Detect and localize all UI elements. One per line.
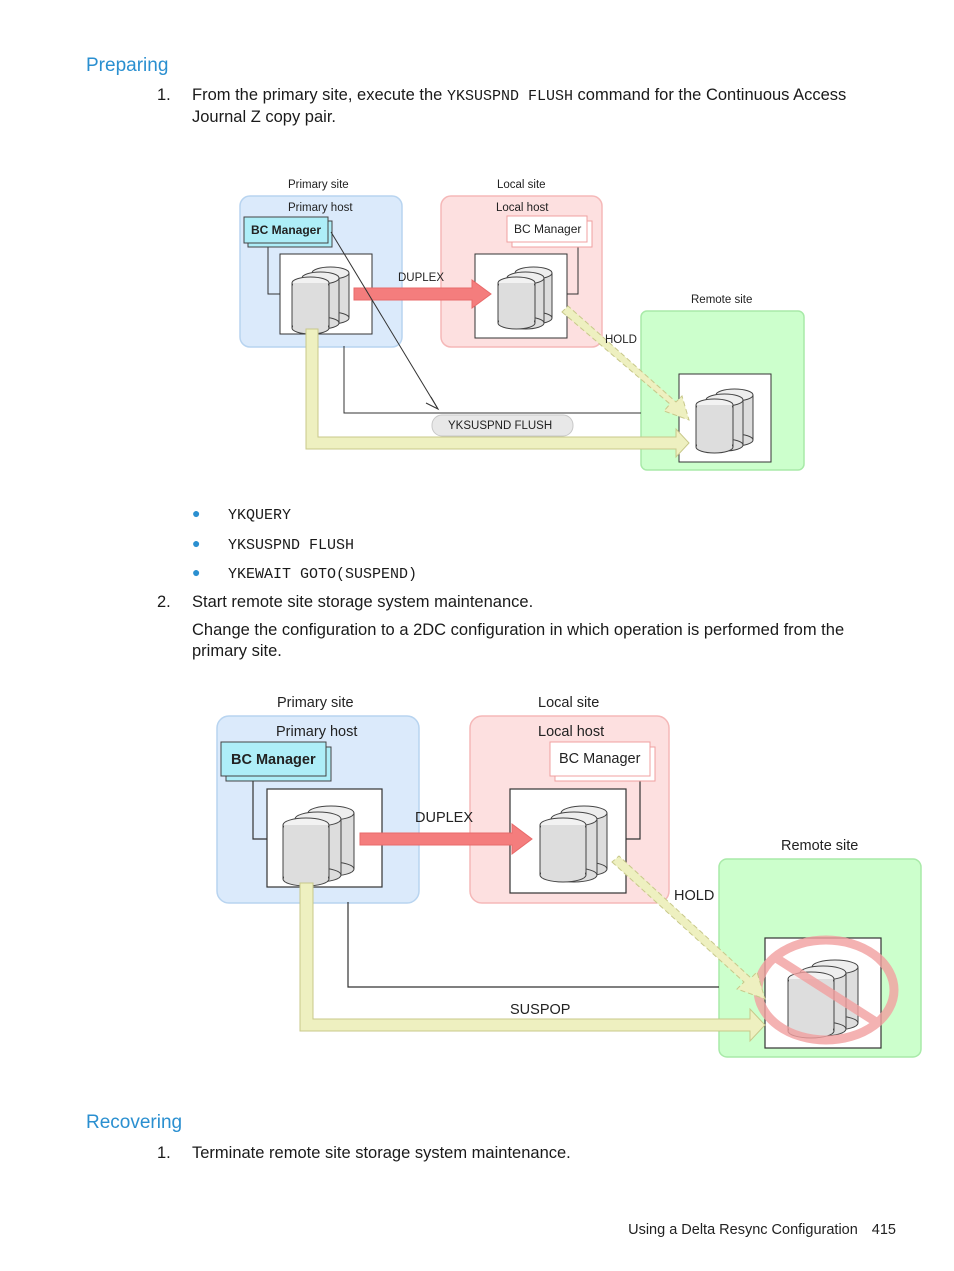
bullet-dot-icon: ● bbox=[192, 564, 201, 580]
bc-manager-primary-label: BC Manager bbox=[231, 752, 316, 768]
flush-diagonal-arrow bbox=[330, 231, 439, 410]
step-text: Terminate remote site storage system mai… bbox=[192, 1144, 571, 1162]
remote-volume-cylinders bbox=[787, 959, 859, 1039]
local-host-label: Local host bbox=[538, 724, 604, 740]
duplex-label: DUPLEX bbox=[398, 272, 444, 284]
bc-manager-local-label: BC Manager bbox=[514, 222, 581, 236]
duplex-arrow bbox=[359, 823, 533, 855]
hold-arrow bbox=[611, 855, 766, 1000]
host-link-line bbox=[267, 243, 280, 295]
hold-arrow bbox=[561, 305, 690, 421]
local-volume-cylinders bbox=[539, 805, 608, 883]
footer-title: Using a Delta Resync Configuration bbox=[628, 1222, 858, 1238]
bullet-command: YKEWAIT GOTO(SUSPEND) bbox=[228, 566, 418, 583]
bc-manager-local-box bbox=[549, 741, 651, 777]
primary-site-label: Primary site bbox=[288, 179, 349, 191]
local-site-label: Local site bbox=[538, 695, 599, 711]
bc-manager-primary-label: BC Manager bbox=[251, 223, 321, 237]
figure-preparing: Primary site Primary host Local site Loc… bbox=[239, 179, 805, 471]
section-heading-preparing: Preparing bbox=[86, 55, 169, 76]
primary-host-label: Primary host bbox=[288, 202, 353, 214]
primary-host-label: Primary host bbox=[276, 724, 357, 740]
primary-volume-cylinders bbox=[282, 805, 355, 887]
step-number: 2. bbox=[157, 593, 171, 611]
step-2-detail: Change the configuration to a 2DC config… bbox=[192, 621, 845, 660]
remote-site-label: Remote site bbox=[691, 294, 752, 306]
flush-label-pill bbox=[431, 414, 574, 437]
bullet-dot-icon: ● bbox=[192, 505, 201, 521]
primary-site-label: Primary site bbox=[277, 695, 354, 711]
primary-volume-cylinders bbox=[291, 266, 350, 335]
inline-command: YKSUSPND FLUSH bbox=[446, 88, 573, 105]
bc-manager-local-box bbox=[506, 215, 588, 243]
local-host-label: Local host bbox=[496, 202, 549, 214]
step-text-part: From the primary site, execute the bbox=[192, 86, 447, 104]
step-number: 1. bbox=[157, 1144, 171, 1162]
remote-site-label: Remote site bbox=[781, 838, 858, 854]
flush-command-line bbox=[343, 346, 641, 414]
flush-arrowhead bbox=[425, 396, 440, 411]
bc-manager-primary-box bbox=[243, 216, 329, 244]
host-link-line bbox=[626, 778, 641, 840]
section-heading-recovering: Recovering bbox=[86, 1112, 183, 1133]
step-text: From the primary site, execute the YKSUS… bbox=[192, 85, 884, 128]
bullet-command: YKSUSPND FLUSH bbox=[228, 537, 355, 554]
host-link-line bbox=[252, 777, 267, 840]
flush-label: YKSUSPND FLUSH bbox=[448, 420, 552, 432]
page-footer: Using a Delta Resync Configuration 415 bbox=[628, 1222, 896, 1238]
step-text: Start remote site storage system mainten… bbox=[192, 593, 534, 611]
bc-manager-primary-box bbox=[220, 741, 327, 777]
hold-label: HOLD bbox=[674, 888, 714, 904]
hold-label: HOLD bbox=[605, 334, 637, 346]
suspop-label: SUSPOP bbox=[510, 1002, 570, 1018]
step-text-part: command for the Continuous Access Journa… bbox=[192, 86, 847, 126]
figure-maintenance: Primary site Primary host Local site Loc… bbox=[216, 695, 922, 1058]
bullet-dot-icon: ● bbox=[192, 535, 201, 551]
remote-volume-cylinders bbox=[695, 388, 754, 454]
suspend-command-line bbox=[347, 902, 719, 988]
local-volume-cylinders bbox=[497, 266, 553, 330]
duplex-arrow bbox=[353, 279, 492, 309]
local-site-label: Local site bbox=[497, 179, 546, 191]
host-link-line bbox=[567, 246, 579, 295]
step-number: 1. bbox=[157, 86, 171, 104]
bottom-copy-arrow bbox=[305, 328, 690, 459]
page-number: 415 bbox=[871, 1222, 896, 1238]
bullet-command: YKQUERY bbox=[228, 507, 292, 524]
duplex-label: DUPLEX bbox=[415, 810, 473, 826]
bottom-copy-arrow bbox=[299, 882, 766, 1043]
bc-manager-local-label: BC Manager bbox=[559, 751, 641, 767]
